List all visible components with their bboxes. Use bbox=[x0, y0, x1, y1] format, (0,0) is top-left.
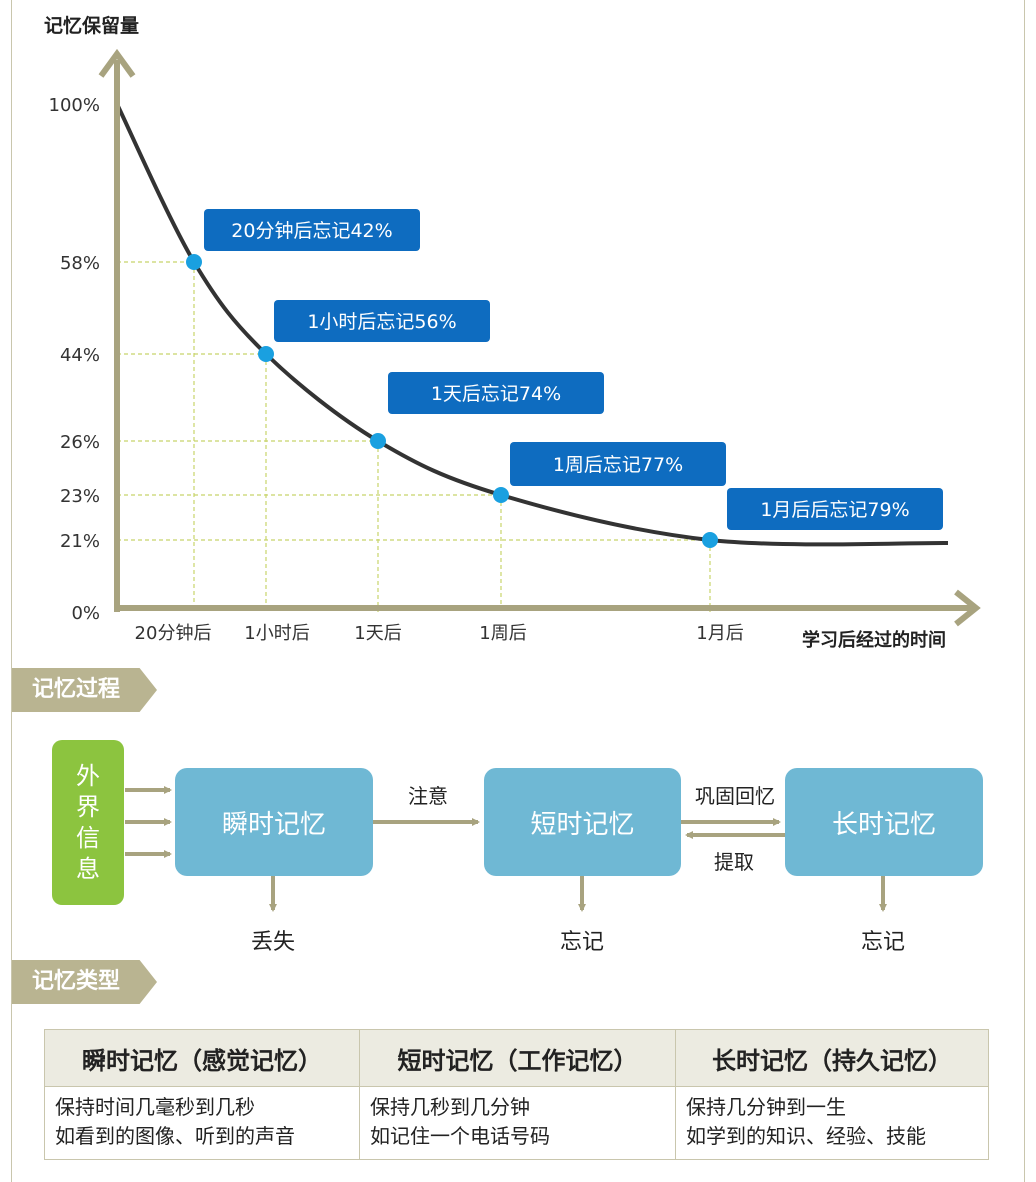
x-tick-label: 20分钟后 bbox=[135, 623, 212, 644]
process-arrows bbox=[125, 786, 887, 912]
table-header-row: 瞬时记忆（感觉记忆） 短时记忆（工作记忆） 长时记忆（持久记忆） bbox=[44, 1029, 989, 1087]
annotation-box bbox=[510, 442, 726, 486]
loss-label: 丢失 bbox=[251, 930, 296, 955]
guide-lines bbox=[117, 261, 711, 612]
x-axis-title: 学习后经过的时间 bbox=[802, 629, 946, 651]
annotation-label: 20分钟后忘记42% bbox=[231, 220, 392, 242]
y-axis bbox=[98, 48, 136, 612]
x-axis bbox=[114, 589, 981, 627]
forget-label-2: 忘记 bbox=[861, 930, 906, 955]
long-term-example: 如学到的知识、经验、技能 bbox=[686, 1124, 926, 1148]
annotation-box bbox=[274, 300, 490, 342]
left-border bbox=[11, 0, 12, 1182]
table-row: 保持时间几毫秒到几秒 如看到的图像、听到的声音 保持几秒到几分钟 如记住一个电话… bbox=[44, 1086, 989, 1160]
y-axis-title: 记忆保留量 bbox=[44, 14, 139, 37]
long-term-duration: 保持几分钟到一生 bbox=[686, 1095, 846, 1119]
x-tick-label: 1月后 bbox=[696, 623, 743, 644]
memory-types-table: 瞬时记忆（感觉记忆） 短时记忆（工作记忆） 长时记忆（持久记忆） 保持时间几毫秒… bbox=[44, 1029, 989, 1160]
right-border bbox=[1024, 0, 1025, 1182]
annotation-box bbox=[727, 488, 943, 530]
y-tick-label: 21% bbox=[60, 531, 100, 552]
header-short-term: 短时记忆（工作记忆） bbox=[359, 1029, 676, 1087]
external-info-box: 外界信息 bbox=[52, 740, 124, 905]
external-info-char: 息 bbox=[76, 854, 100, 883]
data-point bbox=[702, 532, 718, 548]
x-tick-label: 1周后 bbox=[479, 623, 526, 644]
annotation-label: 1月后后忘记79% bbox=[760, 499, 909, 521]
y-tick-label: 44% bbox=[60, 345, 100, 366]
annotation-label: 1小时后忘记56% bbox=[307, 311, 456, 333]
external-info-char: 外 bbox=[76, 761, 100, 790]
external-info-char: 界 bbox=[76, 792, 100, 821]
sensory-memory-box: 瞬时记忆 bbox=[175, 768, 373, 876]
header-long-term: 长时记忆（持久记忆） bbox=[675, 1029, 989, 1087]
sensory-example: 如看到的图像、听到的声音 bbox=[55, 1124, 295, 1148]
consolidate-label: 巩固回忆 bbox=[695, 784, 775, 808]
forgetting-curve-chart: 记忆保留量 学习后经过的时间 100% 58% 44% 26% 23% 21% 0% 20分… bbox=[44, 14, 981, 651]
header-sensory: 瞬时记忆（感觉记忆） bbox=[44, 1029, 360, 1087]
long-term-memory-box: 长时记忆 bbox=[785, 768, 983, 876]
y-tick-label: 0% bbox=[71, 603, 100, 624]
data-point bbox=[370, 433, 386, 449]
annotation-label: 1周后忘记77% bbox=[553, 454, 683, 476]
external-info-label: 外界信息 bbox=[76, 761, 100, 885]
y-tick-label: 58% bbox=[60, 253, 100, 274]
types-section-tag: 记忆类型 bbox=[12, 960, 157, 1004]
y-tick-label: 100% bbox=[49, 95, 100, 116]
short-term-memory-box: 短时记忆 bbox=[484, 768, 681, 876]
annotation-box bbox=[204, 209, 420, 251]
cell-short-term: 保持几秒到几分钟 如记住一个电话号码 bbox=[359, 1086, 676, 1160]
data-point bbox=[186, 254, 202, 270]
annotation-label: 1天后忘记74% bbox=[431, 383, 561, 405]
cell-long-term: 保持几分钟到一生 如学到的知识、经验、技能 bbox=[675, 1086, 989, 1160]
x-tick-label: 1小时后 bbox=[244, 623, 309, 644]
attention-label: 注意 bbox=[408, 784, 448, 808]
cell-sensory: 保持时间几毫秒到几秒 如看到的图像、听到的声音 bbox=[44, 1086, 360, 1160]
x-tick-label: 1天后 bbox=[354, 623, 401, 644]
short-term-duration: 保持几秒到几分钟 bbox=[370, 1095, 530, 1119]
y-tick-label: 26% bbox=[60, 432, 100, 453]
data-point bbox=[258, 346, 274, 362]
y-tick-label: 23% bbox=[60, 486, 100, 507]
forget-label-1: 忘记 bbox=[560, 930, 605, 955]
retrieve-label: 提取 bbox=[714, 850, 754, 874]
sensory-duration: 保持时间几毫秒到几秒 bbox=[55, 1095, 255, 1119]
short-term-example: 如记住一个电话号码 bbox=[370, 1124, 550, 1148]
external-info-char: 信 bbox=[76, 823, 100, 852]
process-section-tag: 记忆过程 bbox=[12, 668, 157, 712]
data-point bbox=[493, 487, 509, 503]
annotation-box bbox=[388, 372, 604, 414]
